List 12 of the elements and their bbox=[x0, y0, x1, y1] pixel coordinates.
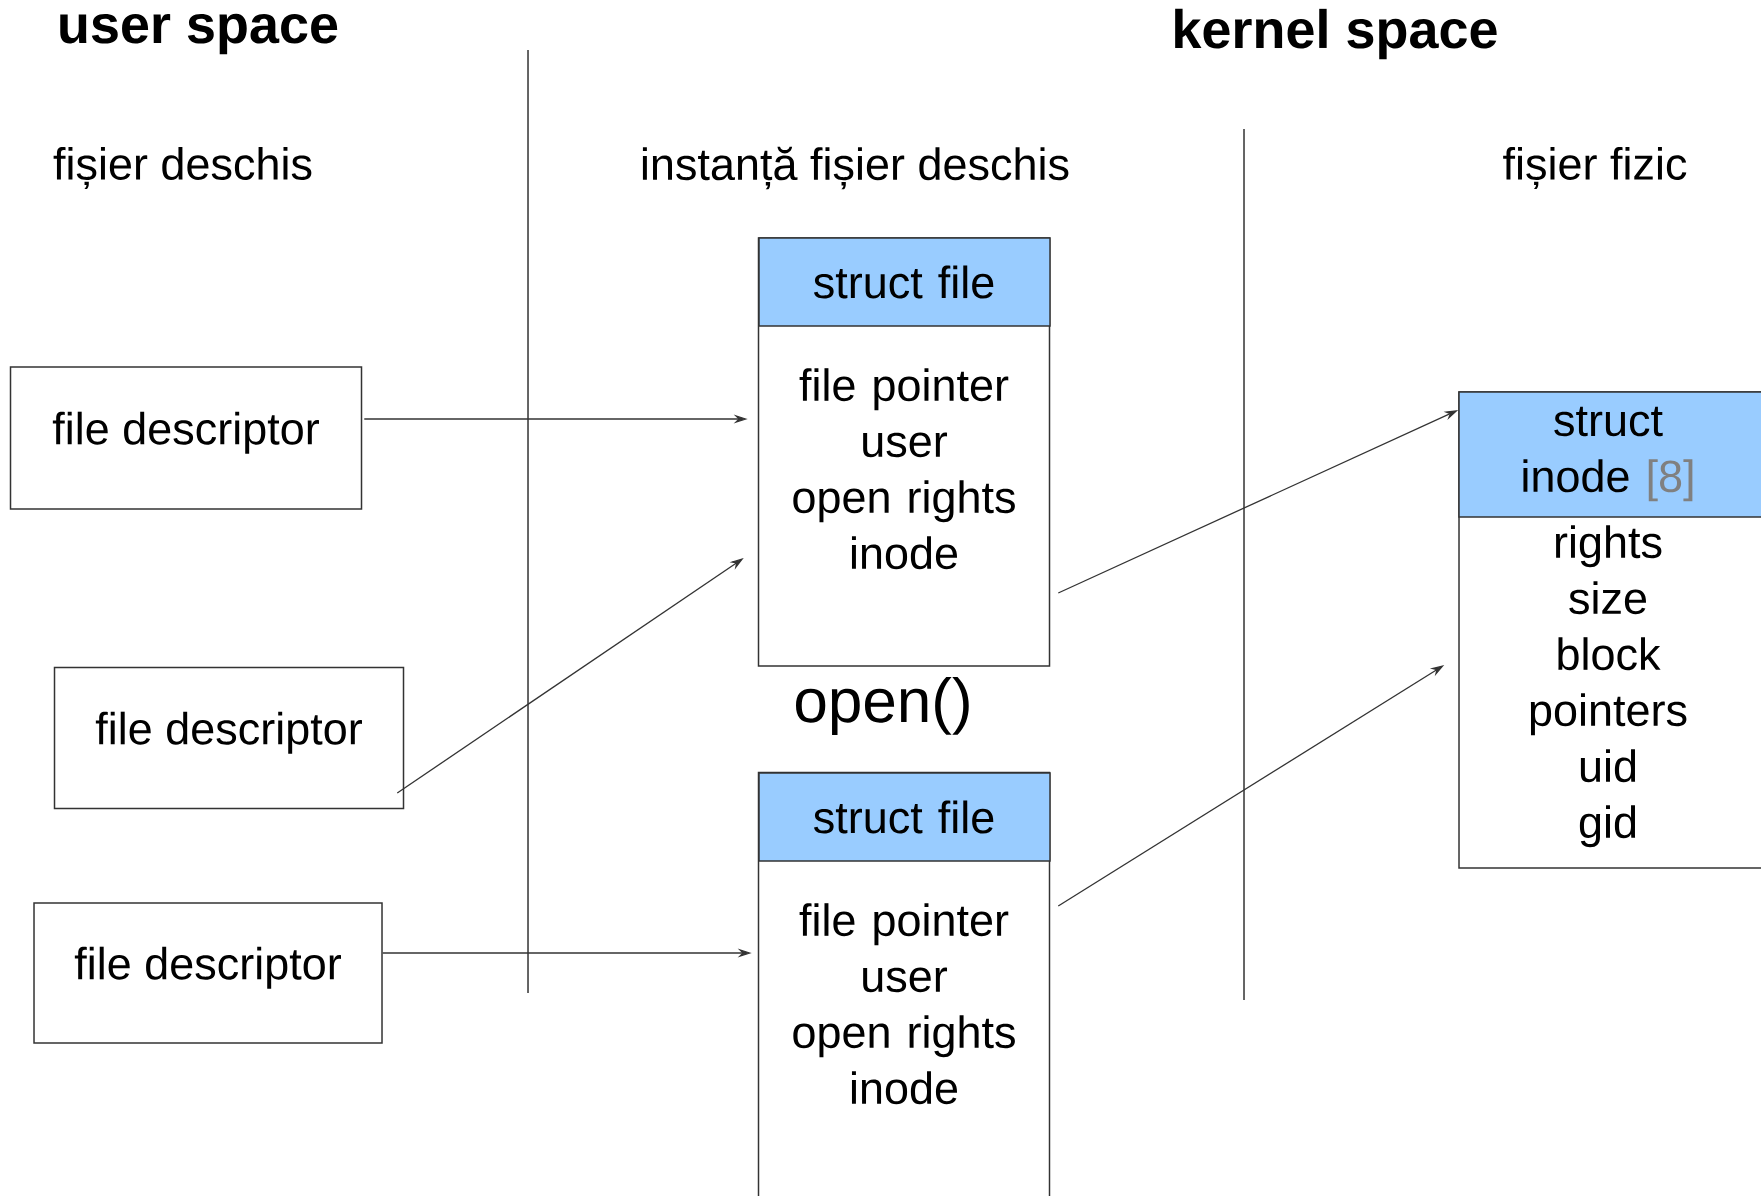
descriptor-box: file descriptor bbox=[9, 366, 363, 510]
column-label: fișier deschis bbox=[53, 146, 312, 190]
heading: user space bbox=[60, 13, 338, 55]
descriptor-box: file descriptor bbox=[33, 902, 383, 1044]
struct-box: struct inode [8] rights size block pointers uid gid bbox=[1458, 391, 1761, 869]
function-label: open() bbox=[796, 677, 969, 735]
heading: kernel space bbox=[1175, 8, 1497, 60]
struct-box: struct file file pointer user open rights inode bbox=[757, 771, 1051, 1196]
column-label: fișier fizic bbox=[1503, 146, 1687, 190]
descriptor-box: file descriptor bbox=[53, 666, 405, 810]
struct-box: struct file file pointer user open rights inode bbox=[757, 237, 1051, 667]
column-label: instanță fișier deschis bbox=[642, 146, 1069, 190]
